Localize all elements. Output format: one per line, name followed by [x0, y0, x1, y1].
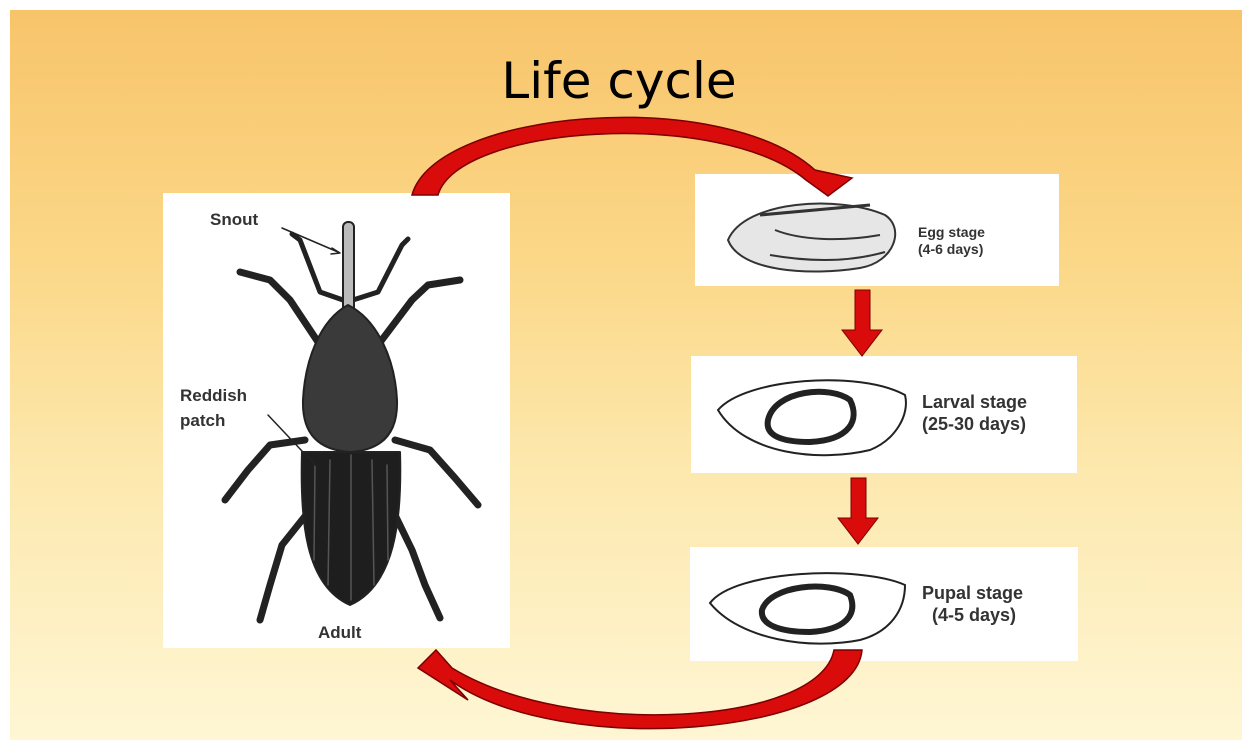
adult-caption: Adult	[318, 621, 361, 645]
larval-stage-name: Larval stage	[922, 392, 1027, 412]
egg-stage-name: Egg stage	[918, 224, 985, 241]
pupal-stage-duration: (4-5 days)	[932, 605, 1016, 625]
larval-stage-duration: (25-30 days)	[922, 414, 1026, 434]
reddish-patch-label-line1: Reddish	[180, 384, 247, 408]
title-text: Life cycle	[501, 52, 736, 110]
slide-title: Life cycle	[0, 52, 1248, 110]
snout-label: Snout	[210, 208, 258, 232]
pupal-stage-name: Pupal stage	[922, 583, 1023, 603]
reddish-patch-label-line2: patch	[180, 409, 225, 433]
egg-stage-card	[695, 174, 1059, 286]
egg-stage-duration: (4-6 days)	[918, 241, 983, 258]
pupal-stage-card	[690, 547, 1078, 661]
